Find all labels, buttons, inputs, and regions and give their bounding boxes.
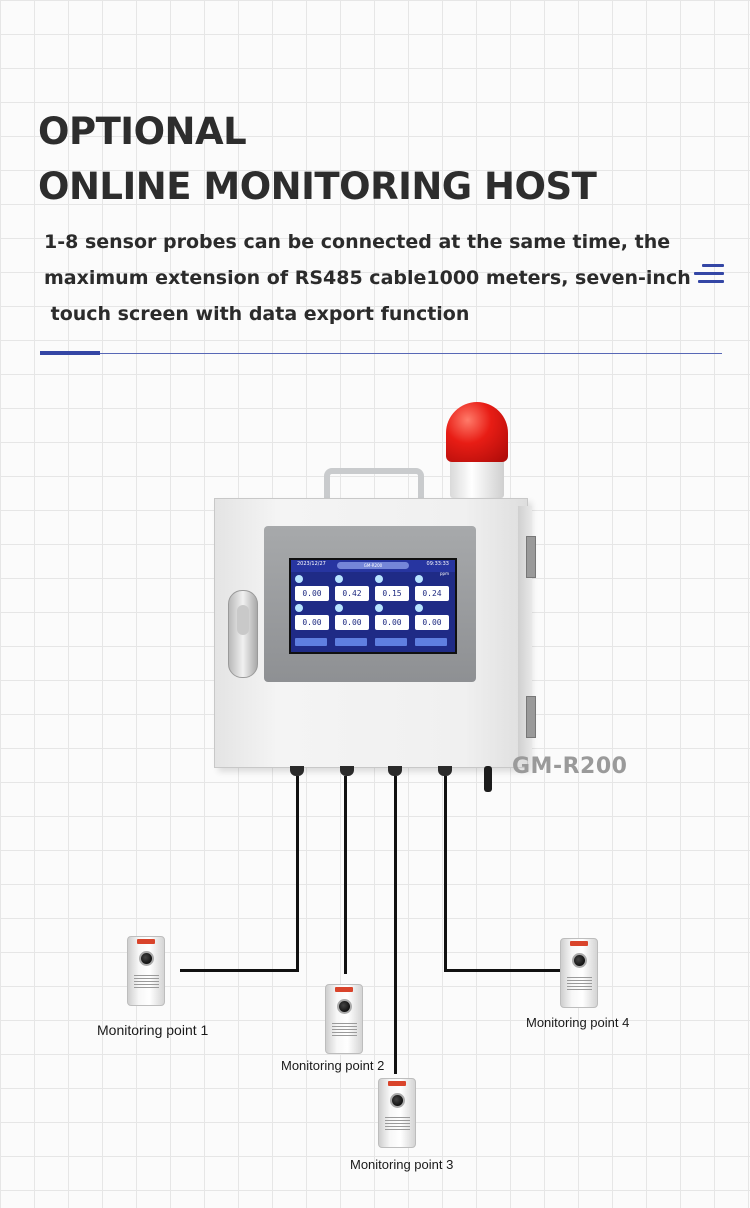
- cable-1-horizontal: [180, 969, 299, 972]
- alarm-beacon-light: [446, 402, 508, 462]
- channel-indicator: [415, 575, 423, 583]
- channel-indicator: [295, 575, 303, 583]
- channel-reading: 0.00: [415, 615, 449, 630]
- channel-indicator: [295, 604, 303, 612]
- description-line-3: touch screen with data export function: [44, 303, 470, 325]
- alarm-beacon-base: [450, 458, 504, 498]
- antenna: [484, 766, 492, 792]
- monitoring-point-2-label: Monitoring point 2: [281, 1058, 385, 1073]
- hinge-bottom: [526, 696, 536, 738]
- cable-4-horizontal: [444, 969, 560, 972]
- channel-indicator: [375, 604, 383, 612]
- screen-button: [415, 638, 447, 646]
- carry-handle: [324, 468, 424, 504]
- screen-title: GM-R200: [337, 562, 409, 569]
- channel-indicator: [415, 604, 423, 612]
- touch-screen: 2023/12/27 GM-R200 09:33:33 ppm 0.00 0.4…: [289, 558, 457, 654]
- channel-reading: 0.00: [375, 615, 409, 630]
- menu-icon[interactable]: [694, 264, 724, 284]
- channel-reading: 0.00: [295, 586, 329, 601]
- channel-reading: 0.00: [335, 615, 369, 630]
- description-line-2: maximum extension of RS485 cable1000 met…: [44, 267, 691, 289]
- page-title: OPTIONAL ONLINE MONITORING HOST: [38, 104, 597, 214]
- sensor-probe-3: [378, 1078, 416, 1148]
- channel-indicator: [335, 604, 343, 612]
- screen-button: [335, 638, 367, 646]
- sensor-probe-4: [560, 938, 598, 1008]
- channel-reading: 0.24: [415, 586, 449, 601]
- channel-reading: 0.00: [295, 615, 329, 630]
- channel-indicator: [375, 575, 383, 583]
- cable-gland: [290, 766, 304, 776]
- sensor-probe-2: [325, 984, 363, 1054]
- monitoring-point-1-label: Monitoring point 1: [97, 1022, 209, 1038]
- screen-date: 2023/12/27: [297, 561, 326, 567]
- cable-4-vertical: [444, 776, 447, 972]
- door-lock: [228, 590, 258, 678]
- sensor-probe-1: [127, 936, 165, 1006]
- cable-2: [344, 776, 347, 974]
- model-label: GM-R200: [512, 754, 628, 779]
- screen-unit: ppm: [440, 571, 449, 576]
- description-line-1: 1-8 sensor probes can be connected at th…: [44, 231, 671, 253]
- screen-button: [295, 638, 327, 646]
- channel-reading: 0.42: [335, 586, 369, 601]
- cable-gland: [388, 766, 402, 776]
- monitoring-point-3-label: Monitoring point 3: [350, 1157, 454, 1172]
- cable-gland: [340, 766, 354, 776]
- description: 1-8 sensor probes can be connected at th…: [44, 224, 691, 332]
- monitoring-point-4-label: Monitoring point 4: [526, 1015, 630, 1030]
- title-line-2: ONLINE MONITORING HOST: [38, 165, 597, 208]
- hinge-top: [526, 536, 536, 578]
- title-line-1: OPTIONAL: [38, 110, 247, 153]
- screen-time: 09:33:33: [426, 561, 449, 567]
- cable-1-vertical: [296, 776, 299, 972]
- divider-line: [40, 353, 722, 354]
- divider-accent: [40, 351, 100, 355]
- cable-3: [394, 776, 397, 1074]
- channel-indicator: [335, 575, 343, 583]
- cable-gland: [438, 766, 452, 776]
- channel-reading: 0.15: [375, 586, 409, 601]
- screen-button: [375, 638, 407, 646]
